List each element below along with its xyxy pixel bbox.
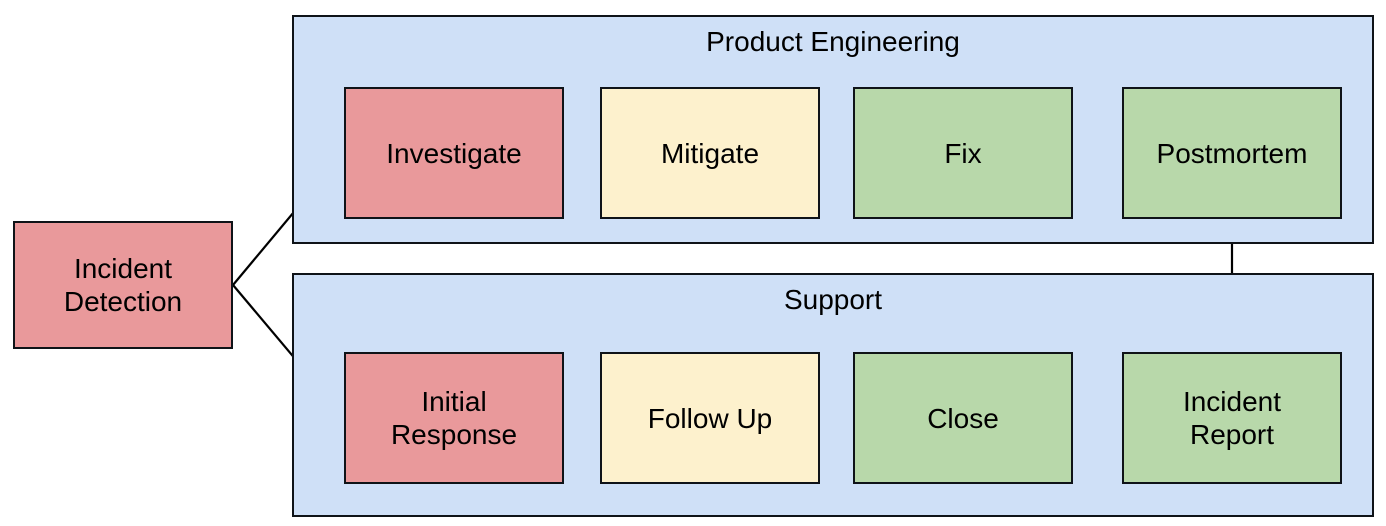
node-label-line1: Incident [73,253,173,284]
node-label-close: Close [927,402,999,434]
node-label-follow-up: Follow Up [647,402,773,434]
node-label-fix: Fix [944,137,982,169]
node-postmortem[interactable]: Postmortem [1122,87,1342,219]
node-label-line1: Incident [1182,386,1282,417]
node-label-postmortem: Postmortem [1156,137,1308,169]
node-label-line2: Detection [63,286,183,317]
node-follow-up[interactable]: Follow Up [600,352,820,484]
node-label-line1: Initial [421,386,487,417]
node-fix[interactable]: Fix [853,87,1073,219]
node-label-investigate: Investigate [386,137,522,169]
node-label-mitigate: Mitigate [660,137,760,169]
node-mitigate[interactable]: Mitigate [600,87,820,219]
swimlane-title-product-engineering: Product Engineering [706,26,960,57]
node-investigate[interactable]: Investigate [344,87,564,219]
swimlane-title-support: Support [783,284,883,315]
node-label-line2: Response [390,419,518,450]
node-label-line2: Report [1189,419,1275,450]
node-close[interactable]: Close [853,352,1073,484]
